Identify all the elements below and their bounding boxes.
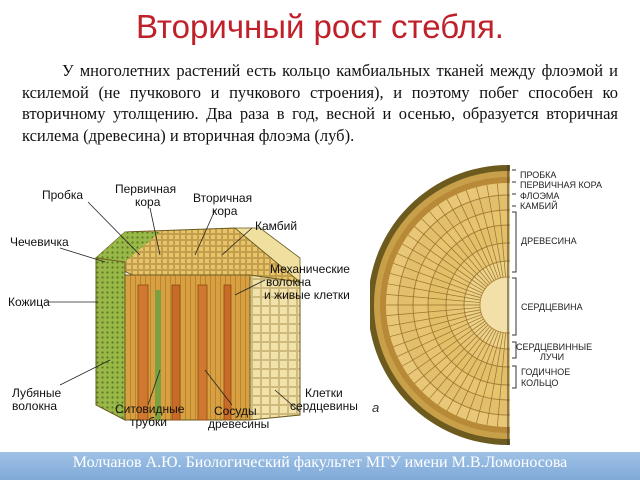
medullary-ray <box>397 316 483 357</box>
footer-bar: Молчанов А.Ю. Биологический факультет МГ… <box>0 452 640 480</box>
label-lubyanye-2: волокна <box>12 399 57 413</box>
medullary-ray <box>407 234 486 290</box>
medullary-ray <box>402 243 484 292</box>
label-serdtsevinnye-luchi: СЕРДЦЕВИННЫЕ <box>516 342 592 352</box>
cross-section-half <box>370 165 510 445</box>
figure-letter: а <box>372 400 379 415</box>
label-sitovidnye-2: трубки <box>130 415 167 429</box>
medullary-ray <box>456 194 497 280</box>
medullary-ray <box>390 273 482 299</box>
medullary-ray <box>397 253 483 294</box>
block-front-face <box>95 227 302 421</box>
label-lubyanye: Лубяные <box>12 386 62 400</box>
label-probka: Пробка <box>42 188 83 202</box>
intro-paragraph: У многолетних растений есть кольцо камби… <box>22 61 618 145</box>
label-mekhanicheskie-3: и живые клетки <box>264 288 350 302</box>
label-chechevichka: Чечевичка <box>10 235 69 249</box>
label-sitovidnye: Ситовидные <box>115 402 185 416</box>
label-kletki-2: сердцевины <box>290 399 358 413</box>
medullary-ray <box>390 311 482 337</box>
label-drevesina: ДРЕВЕСИНА <box>521 236 577 246</box>
medullary-ray <box>446 329 495 411</box>
medullary-ray <box>387 309 481 327</box>
label-floema: ФЛОЭМА <box>520 191 559 201</box>
medullary-ray <box>465 331 499 420</box>
leader-lines <box>46 201 301 413</box>
label-pervichnaya-kora: Первичная <box>115 182 176 196</box>
label-godichnoe: ГОДИЧНОЕ <box>521 367 570 377</box>
page-title: Вторичный рост стебля. <box>136 8 504 45</box>
label-probka-right: ПРОБКА <box>520 170 556 180</box>
label-sosudy-2: древесины <box>208 417 269 431</box>
label-sosudy: Сосуды <box>214 404 257 418</box>
label-vtorichnaya-kora: Вторичная <box>193 191 252 205</box>
label-serdtsevina: СЕРДЦЕВИНА <box>521 302 583 312</box>
label-mekhanicheskie-2: волокна <box>266 275 311 289</box>
label-pervichnaya-kora-2: кора <box>135 195 161 209</box>
medullary-ray <box>465 190 499 279</box>
label-godichnoe-2: КОЛЬЦО <box>521 378 558 388</box>
medullary-ray <box>393 314 482 348</box>
medullary-ray <box>414 226 487 288</box>
medullary-ray <box>429 211 491 284</box>
label-kambiy: Камбий <box>255 219 297 233</box>
medullary-ray <box>476 187 502 279</box>
medullary-ray <box>486 332 504 426</box>
medullary-ray <box>497 183 506 278</box>
footer-text: Молчанов А.Ю. Биологический факультет МГ… <box>72 454 568 471</box>
medullary-ray <box>456 330 497 416</box>
label-serdtsevinnye-luchi-2: ЛУЧИ <box>540 352 564 362</box>
medullary-ray <box>497 332 506 427</box>
medullary-ray <box>393 262 482 296</box>
medullary-ray <box>437 327 493 406</box>
medullary-ray <box>421 218 489 286</box>
label-mekhanicheskie: Механические <box>270 262 350 276</box>
label-kambiy-right: КАМБИЙ <box>520 200 558 211</box>
medullary-ray <box>386 294 481 303</box>
medullary-ray <box>386 307 481 316</box>
medullary-ray <box>387 283 481 301</box>
medullary-ray <box>414 322 487 384</box>
label-pervichnaya-kora-right: ПЕРВИЧНАЯ КОРА <box>520 180 602 190</box>
medullary-ray <box>421 324 489 392</box>
medullary-ray <box>446 199 495 281</box>
medullary-ray <box>429 326 491 399</box>
medullary-ray <box>437 204 493 283</box>
medullary-ray <box>486 184 504 278</box>
medullary-ray <box>476 331 502 423</box>
medullary-ray <box>407 320 486 376</box>
layer-brackets <box>512 169 517 389</box>
label-kozhitsa: Кожица <box>8 295 50 309</box>
label-kletki: Клетки <box>305 386 343 400</box>
medullary-ray <box>402 318 484 367</box>
label-vtorichnaya-kora-2: кора <box>212 204 238 218</box>
